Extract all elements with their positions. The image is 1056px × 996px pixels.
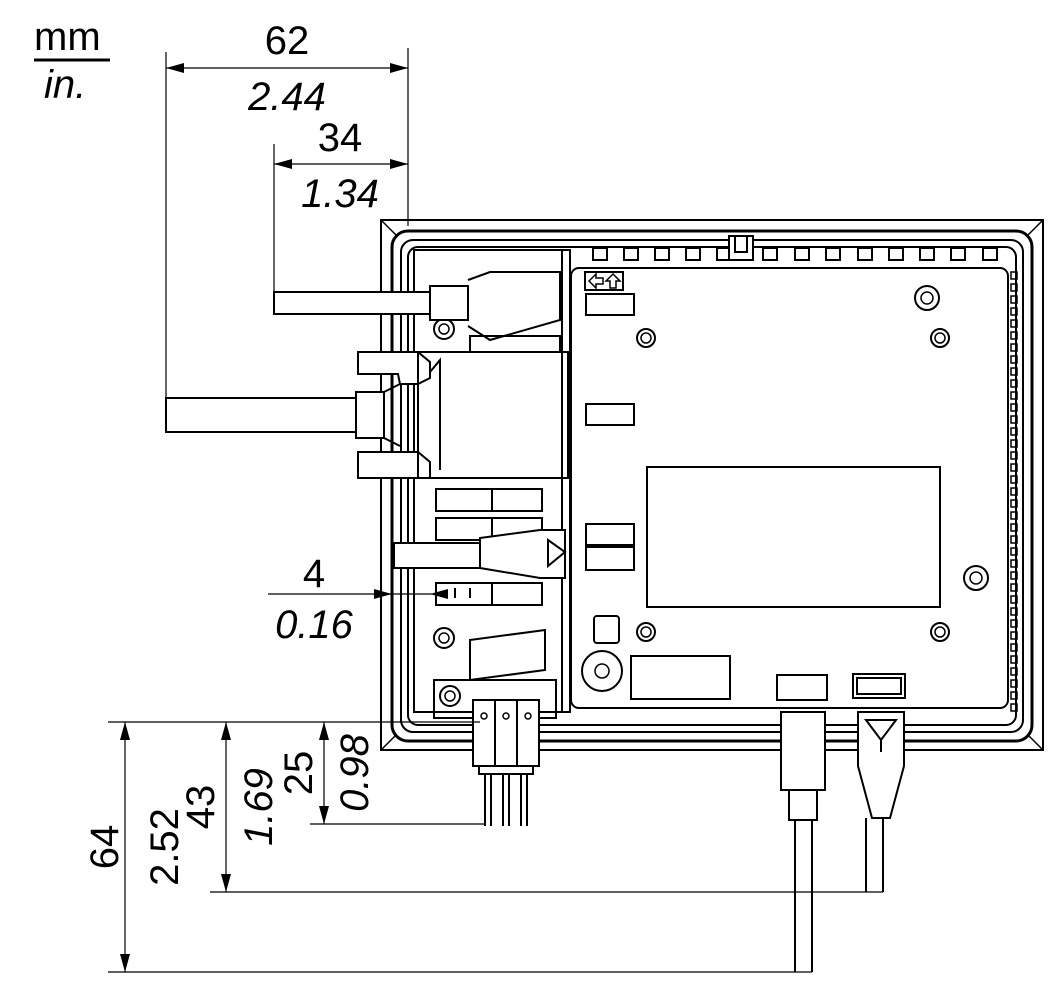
arrow-up-icon bbox=[604, 272, 622, 289]
dim-25: 25 0.98 bbox=[277, 722, 485, 825]
top-clip bbox=[728, 235, 754, 261]
screw-icon bbox=[433, 285, 989, 707]
vent-slot bbox=[654, 247, 670, 261]
cable-upper bbox=[273, 271, 561, 342]
vent-slot bbox=[1010, 619, 1018, 628]
screw-icon bbox=[963, 565, 989, 591]
vent-slot bbox=[1010, 415, 1018, 424]
screw-icon bbox=[439, 685, 461, 707]
top-vent bbox=[592, 247, 998, 261]
vent-slot bbox=[1010, 271, 1018, 280]
unit-mm: mm bbox=[34, 15, 101, 59]
vent-slot bbox=[1010, 643, 1018, 652]
vent-slot bbox=[1010, 295, 1018, 304]
vent-slot bbox=[825, 247, 841, 261]
screw-icon bbox=[636, 622, 656, 642]
dim-25-mm: 25 bbox=[277, 751, 321, 796]
cable-ethernet bbox=[857, 711, 905, 892]
vent-slot bbox=[1010, 667, 1018, 676]
cable-lower bbox=[393, 529, 567, 579]
vent-slot bbox=[1010, 631, 1018, 640]
unit-inch: in. bbox=[44, 63, 86, 107]
power-connector bbox=[433, 679, 557, 826]
vent-slot bbox=[1010, 499, 1018, 508]
cable-middle bbox=[165, 351, 569, 479]
vent-slot bbox=[1010, 703, 1018, 712]
screw-icon bbox=[433, 318, 455, 340]
right-vent bbox=[1010, 271, 1018, 712]
vent-slot bbox=[794, 247, 810, 261]
dim-64: 64 2.52 bbox=[83, 722, 812, 973]
screw-icon bbox=[914, 285, 940, 311]
vent-slot bbox=[1010, 355, 1018, 364]
vent-slot bbox=[1010, 283, 1018, 292]
vent-slot bbox=[1010, 307, 1018, 316]
vent-slot bbox=[1010, 691, 1018, 700]
screw-icon bbox=[433, 627, 455, 649]
dim-62: 62 2.44 bbox=[165, 19, 409, 398]
dim-25-in: 0.98 bbox=[333, 733, 377, 812]
screw-icon bbox=[930, 622, 950, 642]
vent-slot bbox=[1010, 319, 1018, 328]
vent-slot bbox=[1010, 331, 1018, 340]
left-compartment bbox=[413, 249, 571, 713]
vent-slot bbox=[1010, 547, 1018, 556]
vent-slot bbox=[1010, 475, 1018, 484]
vent-slot bbox=[950, 247, 966, 261]
vent-slot bbox=[592, 247, 608, 261]
vent-slot bbox=[1010, 439, 1018, 448]
vent-slot bbox=[1010, 511, 1018, 520]
dim-64-in: 2.52 bbox=[143, 808, 187, 886]
vent-slot bbox=[623, 247, 639, 261]
vent-slot bbox=[1010, 463, 1018, 472]
vent-slot bbox=[1010, 595, 1018, 604]
dim-34: 34 1.34 bbox=[273, 116, 408, 292]
vent-slot bbox=[1010, 427, 1018, 436]
vent-slot bbox=[1010, 343, 1018, 352]
cable-usb bbox=[780, 711, 826, 972]
back-cover bbox=[570, 267, 1009, 709]
units-legend: mm in. bbox=[34, 15, 110, 107]
round-knob bbox=[581, 650, 623, 692]
dim-43-in: 1.69 bbox=[237, 768, 281, 846]
screw-icon bbox=[930, 328, 950, 348]
dim-4-mm: 4 bbox=[303, 552, 325, 596]
vent-slot bbox=[982, 247, 998, 261]
vent-slot bbox=[1010, 379, 1018, 388]
vent-slot bbox=[888, 247, 904, 261]
dim-64-mm: 64 bbox=[83, 825, 127, 870]
dim-4-in: 0.16 bbox=[275, 603, 354, 647]
dim-4: 4 0.16 bbox=[268, 552, 448, 647]
vent-slot bbox=[857, 247, 873, 261]
vent-slot bbox=[919, 247, 935, 261]
vent-slot bbox=[1010, 679, 1018, 688]
vent-slot bbox=[1010, 487, 1018, 496]
vent-slot bbox=[1010, 655, 1018, 664]
dim-62-in: 2.44 bbox=[247, 75, 326, 119]
vent-slot bbox=[1010, 607, 1018, 616]
vent-slot bbox=[1010, 403, 1018, 412]
dim-34-mm: 34 bbox=[318, 116, 363, 160]
device-outline bbox=[380, 219, 1044, 751]
vent-slot bbox=[1010, 583, 1018, 592]
vent-slot bbox=[1010, 367, 1018, 376]
vent-slot bbox=[1010, 559, 1018, 568]
vent-slot bbox=[1010, 571, 1018, 580]
vent-slot bbox=[1010, 451, 1018, 460]
vent-slot bbox=[762, 247, 778, 261]
dim-43-mm: 43 bbox=[179, 785, 223, 830]
dim-34-in: 1.34 bbox=[301, 172, 379, 216]
vent-slot bbox=[1010, 523, 1018, 532]
dim-62-mm: 62 bbox=[265, 19, 310, 63]
arrow-left-icon bbox=[587, 272, 604, 290]
vent-slot bbox=[685, 247, 701, 261]
screw-icon bbox=[636, 328, 656, 348]
vent-slot bbox=[1010, 391, 1018, 400]
dim-43: 43 1.69 bbox=[179, 722, 883, 893]
vent-slot bbox=[1010, 535, 1018, 544]
